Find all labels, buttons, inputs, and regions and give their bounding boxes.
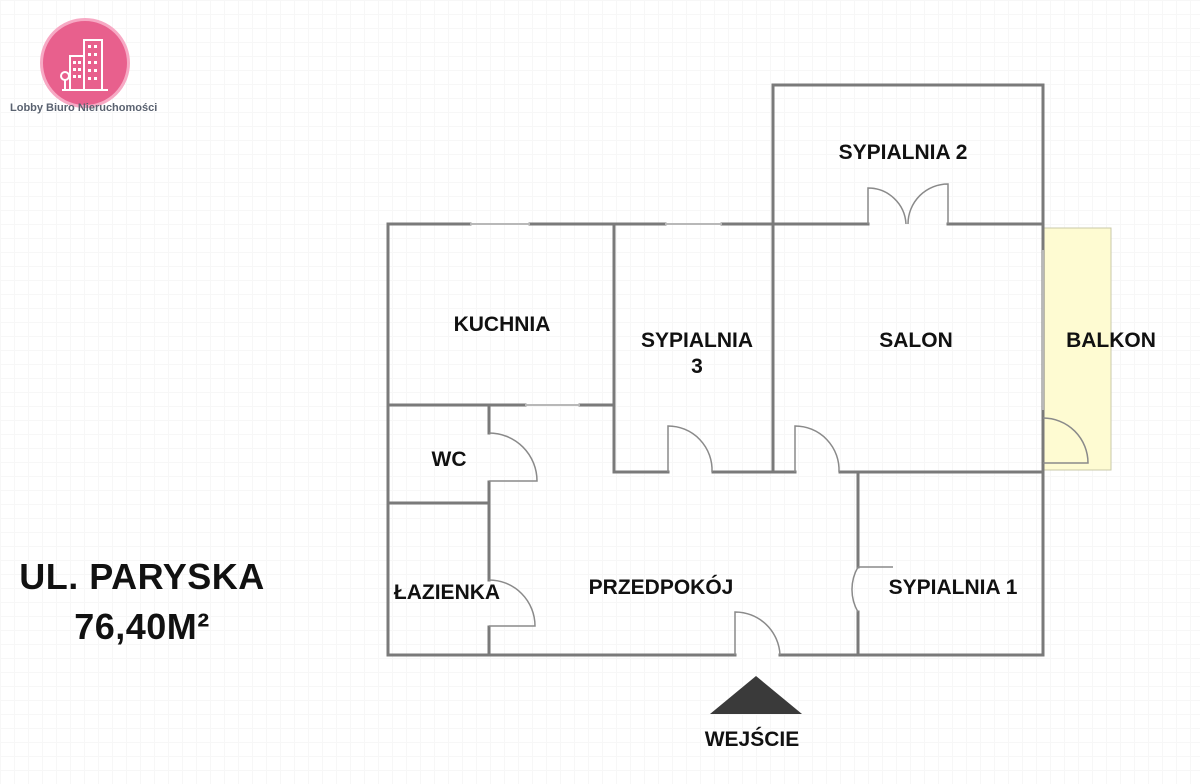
apartment-area: 76,40M²: [74, 606, 210, 647]
listing-info: UL. PARYSKA 76,40M²: [0, 552, 284, 652]
room-label-sypialnia-3-line1: SYPIALNIA: [640, 329, 753, 352]
room-label-lazienka: ŁAZIENKA: [393, 581, 501, 604]
door-wc: [488, 432, 538, 482]
street-name: UL. PARYSKA: [19, 556, 265, 597]
room-label-przedpokoj: PRZEDPOKÓJ: [588, 576, 734, 599]
room-label-balkon: BALKON: [1066, 329, 1156, 352]
door-bedroom1: [851, 566, 893, 613]
room-label-sypialnia-3-line2: 3: [691, 355, 703, 378]
door-salon: [794, 425, 840, 473]
door-entrance: [734, 611, 781, 656]
company-logo: [36, 14, 132, 110]
door-bedroom3: [667, 425, 713, 473]
door-bedroom2-right: [907, 183, 949, 225]
room-label-sypialnia-2: SYPIALNIA 2: [838, 141, 968, 164]
room-label-kuchnia: KUCHNIA: [453, 313, 551, 336]
brand-name: Lobby Biuro Nieruchomości: [10, 102, 158, 114]
entrance-arrow-icon: [710, 676, 802, 714]
door-bathroom: [488, 579, 536, 627]
building-icon: [60, 39, 108, 91]
door-balcony: [1042, 417, 1089, 464]
entrance-label: WEJŚCIE: [704, 728, 800, 751]
room-label-wc: WC: [431, 448, 467, 471]
room-label-salon: SALON: [879, 329, 953, 352]
balcony-area: [1042, 227, 1112, 471]
door-bedroom2-left: [867, 187, 907, 225]
room-label-sypialnia-3: SYPIALNIA 3: [622, 328, 772, 380]
room-label-sypialnia-1: SYPIALNIA 1: [888, 576, 1018, 599]
